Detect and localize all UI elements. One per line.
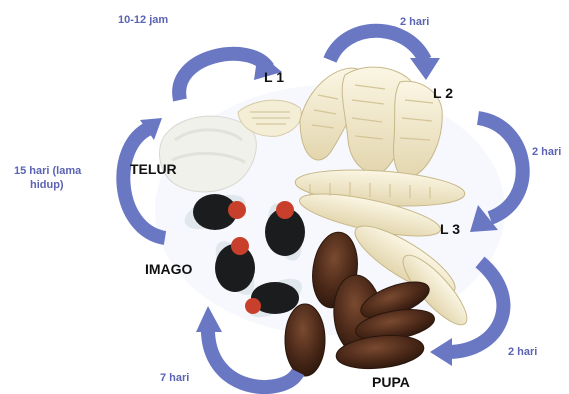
duration-l3-to-pupa: 2 hari <box>508 346 537 358</box>
stage-label-l1: L 1 <box>264 70 284 85</box>
stage-label-pupa: PUPA <box>372 375 410 390</box>
arrowhead-imago <box>196 306 222 332</box>
arrow-pupa-to-imago <box>208 325 298 387</box>
duration-pupa-to-imago: 7 hari <box>160 372 189 384</box>
stage-label-telur: TELUR <box>130 162 177 177</box>
arrowhead-l2 <box>410 58 440 80</box>
duration-l2-to-l3: 2 hari <box>532 146 561 158</box>
stage-label-l3: L 3 <box>440 222 460 237</box>
duration-lifespan-line1: 15 hari (lama <box>14 165 81 177</box>
stage-label-l2: L 2 <box>433 86 453 101</box>
arrowhead-pupa <box>430 338 452 366</box>
duration-imago-to-l1: 10-12 jam <box>118 14 168 26</box>
stage-label-imago: IMAGO <box>145 262 192 277</box>
duration-l1-to-l2: 2 hari <box>400 16 429 28</box>
arrow-l1-to-l2 <box>330 31 425 60</box>
duration-lifespan-line2: hidup) <box>30 179 64 191</box>
